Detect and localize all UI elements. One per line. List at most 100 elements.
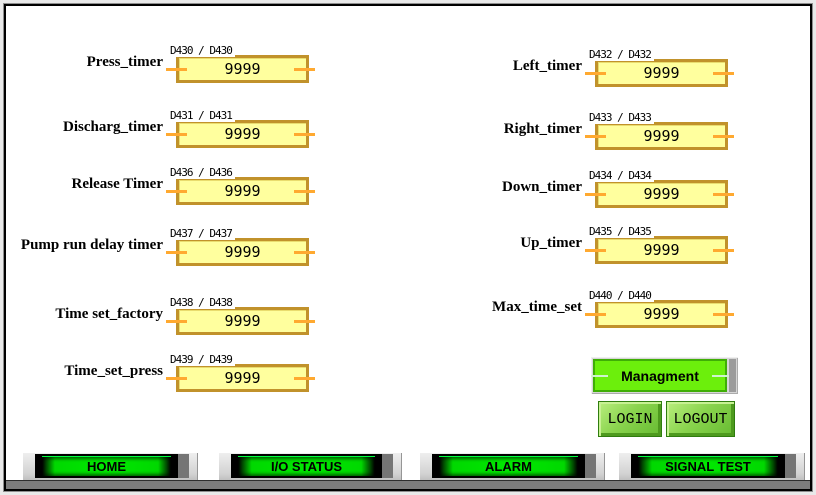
row-max-time-set: Max_time_set D440 / D440 9999 xyxy=(427,290,735,332)
nav-button-label: I/O STATUS xyxy=(270,458,343,474)
nav-green-panel xyxy=(439,456,578,476)
management-button[interactable]: Managment xyxy=(591,359,729,392)
login-button-label: LOGIN xyxy=(607,410,653,428)
nav-button-face: ALARM xyxy=(432,454,585,478)
field-label: Left_timer xyxy=(512,58,582,74)
management-button-frame: Managment xyxy=(591,357,738,394)
footer-bar xyxy=(6,480,810,489)
nav-button-face: I/O STATUS xyxy=(231,454,382,478)
management-button-label: Managment xyxy=(621,367,699,384)
nav-button-shadow xyxy=(585,454,596,478)
nav-button-face: SIGNAL TEST xyxy=(631,454,785,478)
nav-button-alarm[interactable]: ALARM xyxy=(419,452,605,481)
register-label: D434 / D434 xyxy=(589,170,654,182)
value-box: 9999 xyxy=(595,122,728,150)
tick-left xyxy=(585,72,606,75)
tick-left xyxy=(591,375,608,377)
tick-right xyxy=(294,133,315,136)
field-label: Down_timer xyxy=(502,179,582,195)
login-button[interactable]: LOGIN xyxy=(598,401,662,437)
nav-button-signal-test[interactable]: SIGNAL TEST xyxy=(618,452,805,481)
numeric-input-d438[interactable]: D438 / D438 9999 xyxy=(166,297,316,339)
row-down-timer: Down_timer D434 / D434 9999 xyxy=(427,170,735,212)
field-label: Time set_factory xyxy=(55,306,163,322)
tick-right xyxy=(294,320,315,323)
numeric-input-d440[interactable]: D440 / D440 9999 xyxy=(585,290,735,332)
field-label: Pump run delay timer xyxy=(20,237,163,253)
field-label: Discharg_timer xyxy=(63,119,163,135)
value-box: 9999 xyxy=(176,364,309,392)
tick-right xyxy=(713,249,734,252)
tick-left xyxy=(166,251,187,254)
register-label: D435 / D435 xyxy=(589,226,654,238)
logout-button[interactable]: LOGOUT xyxy=(666,401,735,437)
field-label: Time_set_press xyxy=(64,363,163,379)
numeric-input-d430[interactable]: D430 / D430 9999 xyxy=(166,45,316,87)
row-press-timer: Press_timer D430 / D430 9999 xyxy=(8,45,316,87)
value-box: 9999 xyxy=(595,180,728,208)
numeric-input-d437[interactable]: D437 / D437 9999 xyxy=(166,228,316,270)
value-box: 9999 xyxy=(176,307,309,335)
numeric-input-d432[interactable]: D432 / D432 9999 xyxy=(585,49,735,91)
tick-right xyxy=(713,72,734,75)
row-left-timer: Left_timer D432 / D432 9999 xyxy=(427,49,735,91)
nav-button-home[interactable]: HOME xyxy=(22,452,198,481)
numeric-input-d431[interactable]: D431 / D431 9999 xyxy=(166,110,316,152)
register-label: D438 / D438 xyxy=(170,297,235,309)
tick-left xyxy=(166,377,187,380)
row-right-timer: Right_timer D433 / D433 9999 xyxy=(427,112,735,154)
tick-right xyxy=(712,375,729,377)
field-label: Right_timer xyxy=(503,121,582,137)
tick-right xyxy=(294,68,315,71)
field-value: 9999 xyxy=(224,243,261,261)
row-up-timer: Up_timer D435 / D435 9999 xyxy=(427,226,735,268)
numeric-input-d433[interactable]: D433 / D433 9999 xyxy=(585,112,735,154)
value-box: 9999 xyxy=(176,177,309,205)
tick-left xyxy=(585,249,606,252)
field-value: 9999 xyxy=(224,182,261,200)
tick-left xyxy=(166,133,187,136)
field-value: 9999 xyxy=(224,60,261,78)
value-box: 9999 xyxy=(176,55,309,83)
field-value: 9999 xyxy=(643,127,680,145)
tick-left xyxy=(166,68,187,71)
tick-left xyxy=(585,135,606,138)
field-value: 9999 xyxy=(643,305,680,323)
nav-button-face: HOME xyxy=(35,454,178,478)
row-time-set-factory: Time set_factory D438 / D438 9999 xyxy=(8,297,316,339)
field-label: Up_timer xyxy=(520,235,582,251)
register-label: D431 / D431 xyxy=(170,110,235,122)
numeric-input-d435[interactable]: D435 / D435 9999 xyxy=(585,226,735,268)
field-value: 9999 xyxy=(224,312,261,330)
numeric-input-d439[interactable]: D439 / D439 9999 xyxy=(166,354,316,396)
nav-button-io-status[interactable]: I/O STATUS xyxy=(218,452,402,481)
field-label: Max_time_set xyxy=(492,299,582,315)
numeric-input-d434[interactable]: D434 / D434 9999 xyxy=(585,170,735,212)
register-label: D432 / D432 xyxy=(589,49,654,61)
register-label: D439 / D439 xyxy=(170,354,235,366)
nav-button-shadow xyxy=(178,454,189,478)
nav-green-panel xyxy=(638,456,778,476)
nav-green-panel xyxy=(42,456,171,476)
value-box: 9999 xyxy=(595,59,728,87)
register-label: D433 / D433 xyxy=(589,112,654,124)
row-release-timer: Release Timer D436 / D436 9999 xyxy=(8,167,316,209)
nav-green-panel xyxy=(238,456,375,476)
row-discharg-timer: Discharg_timer D431 / D431 9999 xyxy=(8,110,316,152)
register-label: D436 / D436 xyxy=(170,167,235,179)
nav-button-shadow xyxy=(785,454,796,478)
nav-button-label: ALARM xyxy=(485,458,532,474)
value-box: 9999 xyxy=(595,300,728,328)
nav-button-label: SIGNAL TEST xyxy=(665,458,751,474)
numeric-input-d436[interactable]: D436 / D436 9999 xyxy=(166,167,316,209)
value-box: 9999 xyxy=(176,238,309,266)
logout-button-label: LOGOUT xyxy=(673,410,728,428)
tick-right xyxy=(713,135,734,138)
nav-button-shadow xyxy=(382,454,393,478)
field-value: 9999 xyxy=(643,241,680,259)
field-label: Press_timer xyxy=(86,54,163,70)
value-box: 9999 xyxy=(176,120,309,148)
register-label: D440 / D440 xyxy=(589,290,654,302)
tick-right xyxy=(294,190,315,193)
